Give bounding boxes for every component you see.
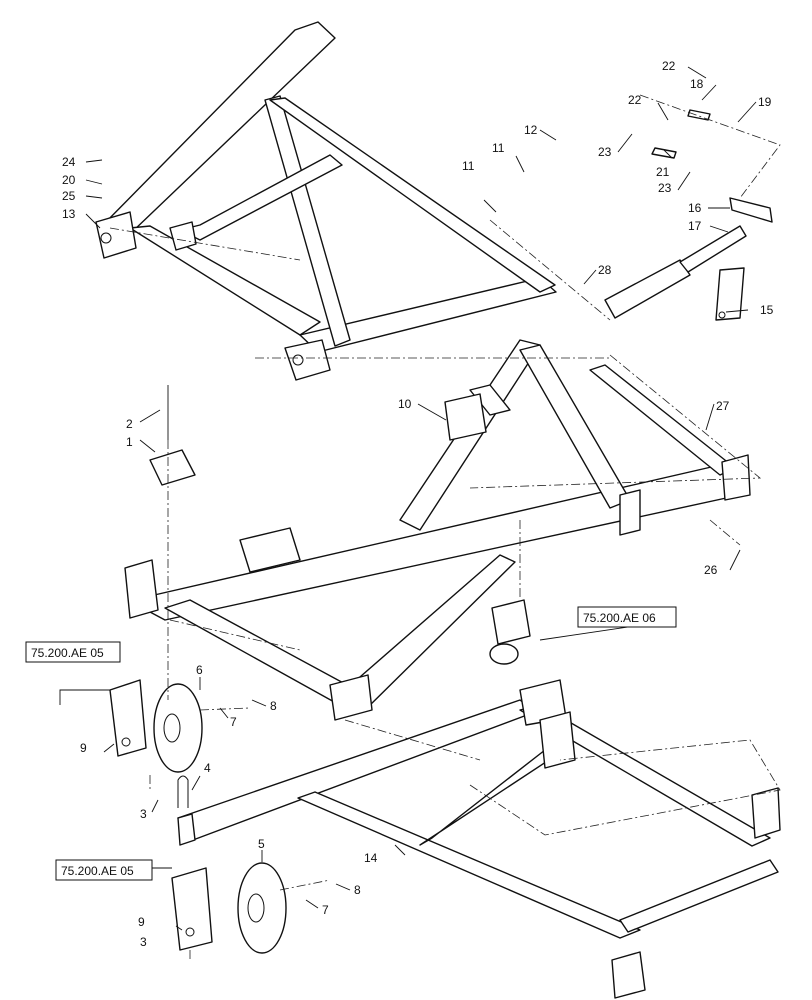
callout-22-top: 22 <box>662 59 676 73</box>
callout-6: 6 <box>196 663 203 677</box>
callout-3-upper: 3 <box>140 807 147 821</box>
callout-21: 21 <box>656 165 670 179</box>
reference-label-lower: 75.200.AE 05 <box>61 864 134 878</box>
callout-2: 2 <box>126 417 133 431</box>
callout-7-lower: 7 <box>322 903 329 917</box>
u-bolt <box>177 775 189 808</box>
callout-28: 28 <box>598 263 612 277</box>
callout-14: 14 <box>364 851 378 865</box>
disc-assembly-right <box>489 599 531 665</box>
callout-9-upper: 9 <box>80 741 87 755</box>
callout-4: 4 <box>204 761 211 775</box>
callout-5: 5 <box>258 837 265 851</box>
reference-box-lower[interactable]: 75.200.AE 05 <box>55 859 153 881</box>
callout-11-left: 11 <box>462 159 475 173</box>
callout-3-lower: 3 <box>140 935 147 949</box>
disc-assembly-lower <box>171 862 287 954</box>
callout-11-right: 11 <box>492 141 505 155</box>
callout-15: 15 <box>760 303 774 317</box>
reference-box-upper[interactable]: 75.200.AE 05 <box>25 641 121 663</box>
callout-8-upper: 8 <box>270 699 277 713</box>
callout-20: 20 <box>62 173 76 187</box>
callout-8-lower: 8 <box>354 883 361 897</box>
lower-frame <box>177 679 781 999</box>
callout-24: 24 <box>62 155 76 169</box>
main-frame <box>124 339 751 721</box>
reference-label-right: 75.200.AE 06 <box>583 611 656 625</box>
callout-9-lower: 9 <box>138 915 145 929</box>
callout-16: 16 <box>688 201 702 215</box>
callout-18: 18 <box>690 77 704 91</box>
hydraulic-cylinder <box>604 109 773 321</box>
callout-22-mid: 22 <box>628 93 642 107</box>
reference-label-upper: 75.200.AE 05 <box>31 646 104 660</box>
assembly-centerlines <box>109 94 781 960</box>
callout-26: 26 <box>704 563 718 577</box>
callout-1: 1 <box>126 435 133 449</box>
callout-23-right: 23 <box>658 181 672 195</box>
callout-7-upper: 7 <box>230 715 237 729</box>
callout-27: 27 <box>716 399 730 413</box>
callout-25: 25 <box>62 189 76 203</box>
callout-10: 10 <box>398 397 412 411</box>
callout-12: 12 <box>524 123 538 137</box>
callout-19: 19 <box>758 95 772 109</box>
callout-13: 13 <box>62 207 76 221</box>
plate <box>149 449 196 486</box>
callout-17: 17 <box>688 219 702 233</box>
upper-frame <box>95 21 557 381</box>
callout-23-left: 23 <box>598 145 612 159</box>
disc-assembly-upper <box>109 679 203 773</box>
reference-box-right[interactable]: 75.200.AE 06 <box>577 606 677 628</box>
